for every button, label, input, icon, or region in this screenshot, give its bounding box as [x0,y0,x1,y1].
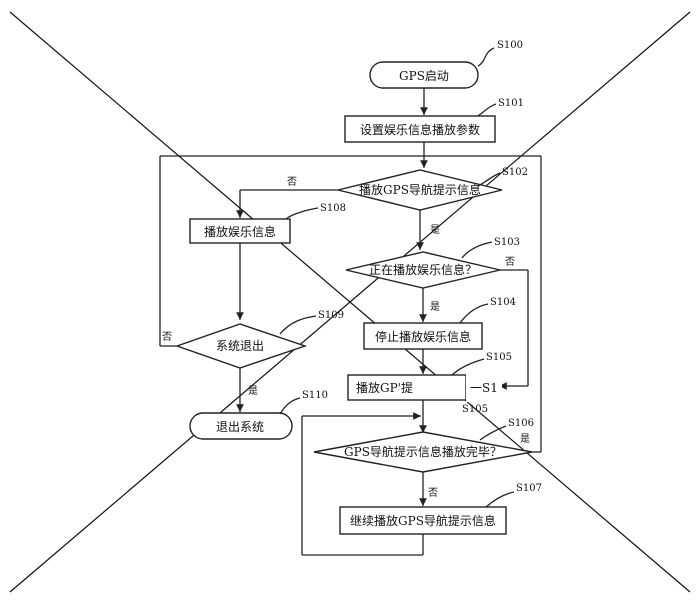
node-s105-mask [466,374,502,402]
cross-line-2 [9,11,691,593]
label-s103-yes: 是 [430,301,440,313]
leader-s100 [477,47,495,67]
label-s105: S105 [486,352,512,363]
node-s109 [174,323,308,369]
label-s109-yes: 是 [248,385,258,397]
label-s109: S109 [318,310,344,321]
label-s104: S104 [490,297,516,308]
node-s101 [344,115,496,143]
node-s106-text: GPS导航提示信息播放完毕？ [344,444,502,459]
node-s105-fragment: 一S1 [470,381,498,395]
leader-s110 [279,397,301,415]
label-s107: S107 [516,483,542,494]
leader-s105 [451,358,485,376]
label-s108: S108 [320,203,346,214]
label-s103: S103 [494,237,520,248]
node-s107-text: 继续播放GPS导航提示信息 [350,513,496,528]
label-s100: S100 [497,40,523,51]
label-s101: S101 [498,98,524,109]
node-start-text: GPS启动 [399,69,449,83]
leader-s103 [461,241,493,259]
leader-s104 [459,303,489,324]
leader-s109 [279,315,317,335]
leader-s108 [285,207,319,220]
leader-s102 [477,172,501,187]
label-s102-no: 否 [287,176,297,188]
label-s102: S102 [502,167,528,178]
node-s109-text: 系统退出 [216,339,264,353]
node-s104 [363,322,483,350]
label-s106-yes: 是 [520,433,530,445]
node-s103-text: 正在播放娱乐信息？ [369,262,477,277]
leader-s106 [479,425,507,441]
node-s110-text: 退出系统 [216,420,264,434]
leader-s107 [485,491,515,508]
node-s102 [337,169,503,211]
node-s110 [189,412,293,440]
node-s107 [339,506,507,535]
label-s103-no: 否 [505,256,515,268]
node-s108-text: 播放娱乐信息 [204,224,276,239]
node-s104-text: 停止播放娱乐信息 [375,329,471,344]
leader-s101 [477,103,497,117]
node-s105-text: 播放GP'提 [356,380,413,395]
node-s102-text: 播放GPS导航提示信息 [359,182,481,197]
label-s106: S106 [508,418,534,429]
label-s106-no: 否 [428,487,438,499]
label-s109-no: 否 [162,331,172,343]
node-s101-text: 设置娱乐信息播放参数 [360,122,480,137]
label-s110: S110 [302,390,328,401]
label-s105-duplicate: S105 [462,404,488,415]
label-s102-yes: 是 [430,224,440,236]
